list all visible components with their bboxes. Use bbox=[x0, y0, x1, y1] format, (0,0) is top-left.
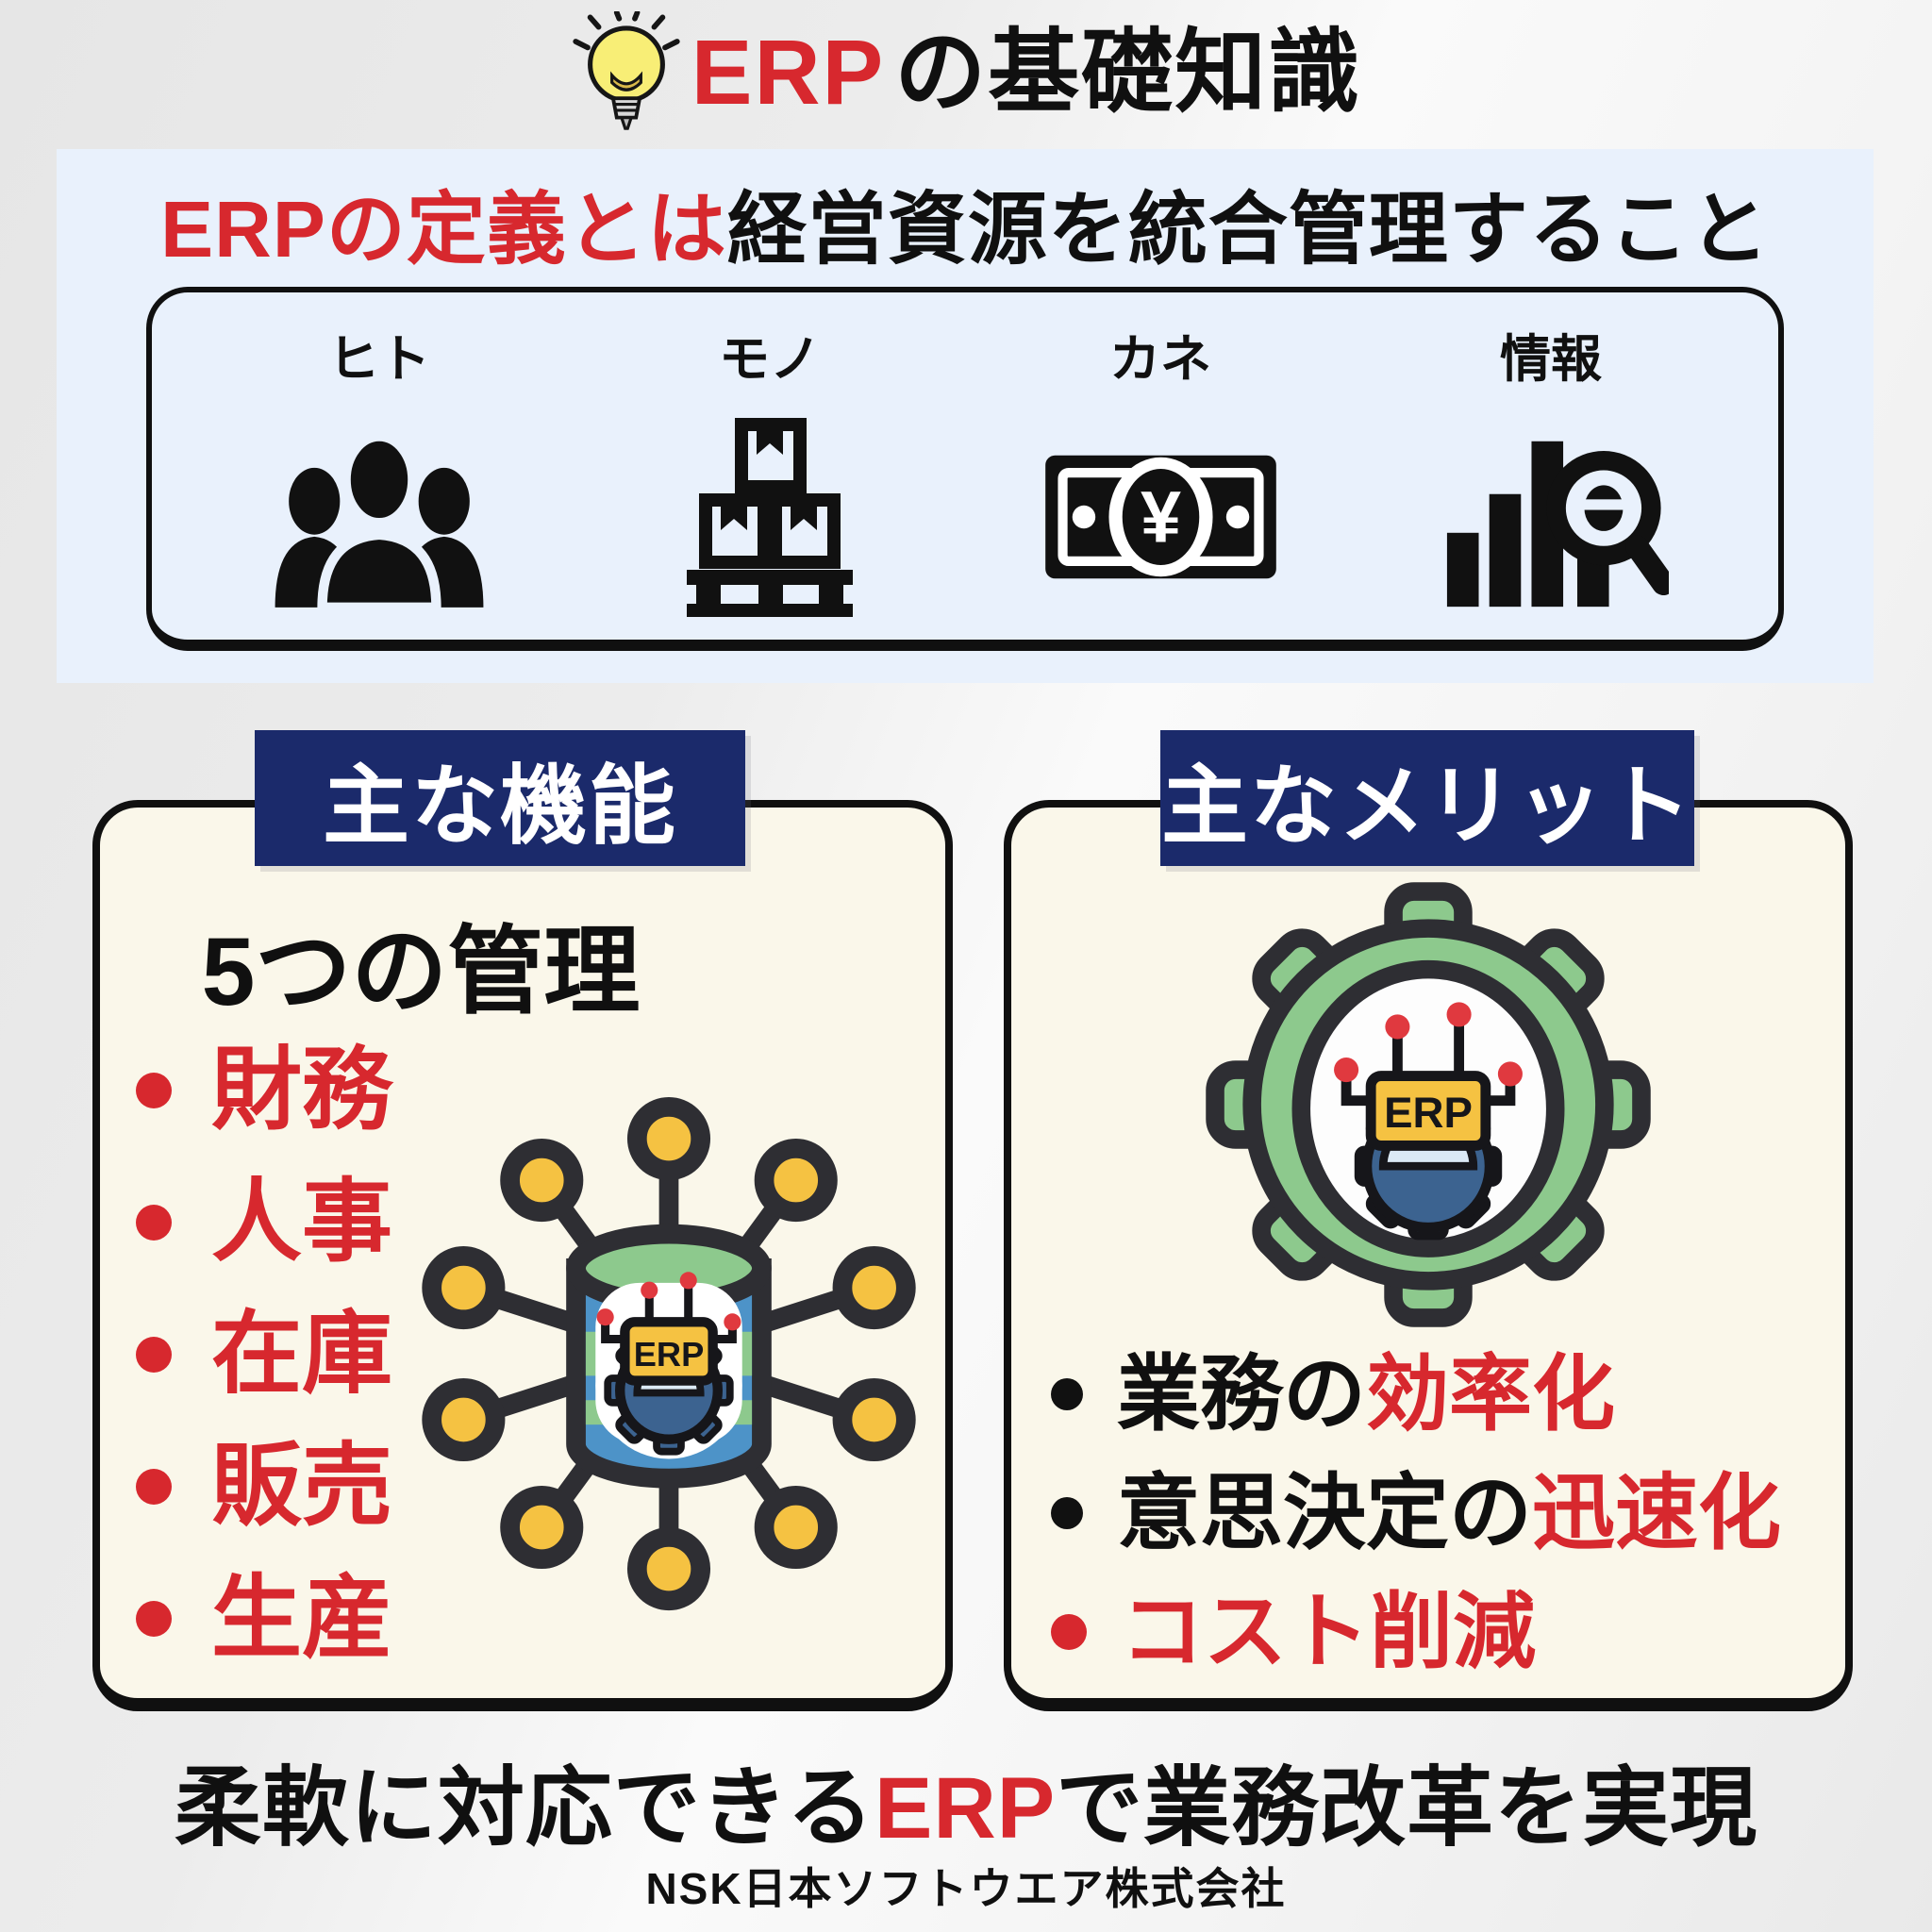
headline-erp-red: ERP bbox=[874, 1760, 1057, 1857]
functions-list: 財務 人事 在庫 販売 生産 bbox=[136, 1045, 392, 1664]
chart-icon bbox=[1446, 441, 1669, 608]
definition-heading: ERPの定義とは経営資源を統合管理すること bbox=[57, 166, 1874, 280]
erp-tag-label: ERP bbox=[1384, 1089, 1473, 1137]
bullet-dot bbox=[136, 1469, 172, 1505]
merit-text-black: 意思決定の bbox=[1117, 1466, 1533, 1559]
list-item-label: 販売 bbox=[211, 1436, 392, 1537]
definition-section: ERPの定義とは経営資源を統合管理すること ヒト モノ bbox=[57, 149, 1874, 683]
functions-subtitle: 5つの管理 bbox=[201, 918, 641, 1025]
merits-badge-label: 主なメリット bbox=[1160, 758, 1693, 855]
resources-box: ヒト モノ bbox=[146, 287, 1784, 651]
boxes-icon bbox=[687, 418, 853, 617]
bullet-dot bbox=[136, 1073, 172, 1108]
resource-label: ヒト bbox=[328, 331, 430, 388]
bullet-dot bbox=[136, 1205, 172, 1241]
list-item: 業務の効率化 bbox=[1051, 1353, 1781, 1436]
functions-badge-label: 主な機能 bbox=[322, 758, 677, 855]
headline-black1: 柔軟に対応できる bbox=[174, 1760, 874, 1857]
list-item: コスト削減 bbox=[1051, 1591, 1781, 1674]
merits-panel: ERP 業務の効率化 意思決定の迅速化 コスト削減 bbox=[1004, 800, 1853, 1711]
resource-kane: カネ ¥ bbox=[965, 309, 1356, 632]
resource-joho: 情報 bbox=[1356, 309, 1746, 632]
list-item-label: 人事 bbox=[211, 1172, 392, 1273]
definition-heading-red: ERPの定義とは bbox=[160, 185, 727, 274]
bullet-dot bbox=[1051, 1497, 1083, 1529]
functions-badge: 主な機能 bbox=[255, 730, 745, 866]
erp-database-network-illustration: ERP bbox=[422, 1097, 916, 1611]
definition-heading-black: 経営資源を統合管理すること bbox=[726, 185, 1770, 274]
resource-label: モノ bbox=[719, 331, 821, 388]
merits-list: 業務の効率化 意思決定の迅速化 コスト削減 bbox=[1051, 1353, 1781, 1674]
list-item-label: 在庫 bbox=[211, 1304, 392, 1405]
people-icon bbox=[275, 431, 484, 613]
list-item-label: コスト削減 bbox=[1121, 1591, 1536, 1674]
list-item: 人事 bbox=[136, 1177, 392, 1268]
headline-black2: で業務改革を実現 bbox=[1056, 1760, 1758, 1857]
merit-text-red: 迅速化 bbox=[1532, 1466, 1782, 1559]
lightbulb-icon bbox=[573, 11, 680, 130]
money-icon: ¥ bbox=[1044, 455, 1276, 579]
resource-mono: モノ bbox=[575, 309, 965, 632]
company-name: NSK日本ソフトウエア株式会社 bbox=[645, 1864, 1287, 1913]
list-item-label: 生産 bbox=[211, 1568, 392, 1669]
merit-text-black: 業務の bbox=[1117, 1347, 1367, 1441]
functions-panel: 5つの管理 財務 人事 在庫 販売 生産 bbox=[92, 800, 953, 1711]
merit-text-red: コスト削減 bbox=[1121, 1585, 1537, 1678]
resource-hito: ヒト bbox=[184, 309, 575, 632]
merits-badge: 主なメリット bbox=[1160, 730, 1694, 866]
erp-tag-label: ERP bbox=[634, 1335, 705, 1374]
bullet-dot bbox=[136, 1337, 172, 1373]
svg-text:¥: ¥ bbox=[1140, 477, 1180, 558]
bottom-headline: 柔軟に対応できるERPで業務改革を実現 bbox=[0, 1738, 1932, 1863]
list-item: 財務 bbox=[136, 1045, 392, 1136]
bullet-dot bbox=[136, 1601, 172, 1637]
resource-label: 情報 bbox=[1500, 331, 1602, 388]
bullet-dot bbox=[1051, 1378, 1083, 1410]
page-title: ERP の基礎知識 bbox=[0, 2, 1932, 142]
list-item: 意思決定の迅速化 bbox=[1051, 1472, 1781, 1555]
list-item: 販売 bbox=[136, 1441, 392, 1532]
list-item: 在庫 bbox=[136, 1309, 392, 1400]
merit-text-red: 効率化 bbox=[1366, 1347, 1616, 1441]
erp-gear-illustration: ERP bbox=[1206, 882, 1651, 1327]
list-item-label: 財務 bbox=[211, 1040, 392, 1141]
title-erp: ERP bbox=[691, 20, 886, 124]
list-item-label: 業務の効率化 bbox=[1117, 1353, 1615, 1436]
title-rest: の基礎知識 bbox=[894, 20, 1362, 124]
list-item: 生産 bbox=[136, 1574, 392, 1664]
list-item-label: 意思決定の迅速化 bbox=[1117, 1472, 1781, 1555]
resource-label: カネ bbox=[1109, 331, 1211, 388]
bullet-dot bbox=[1051, 1614, 1087, 1650]
